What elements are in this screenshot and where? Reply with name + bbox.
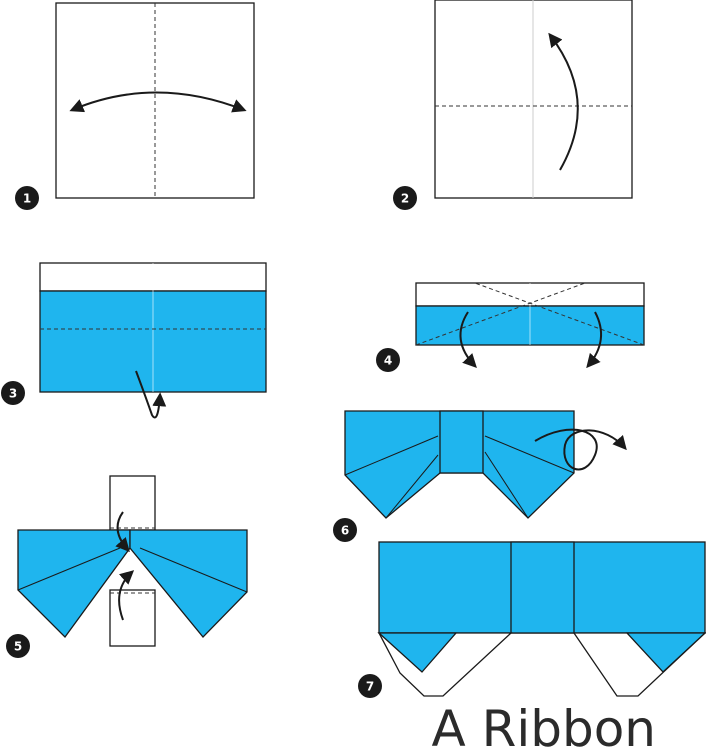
fold-down-arrow-icon bbox=[115, 511, 130, 553]
diagram-title: A Ribbon bbox=[432, 700, 657, 750]
fold-behind-arrow-icon bbox=[135, 370, 167, 419]
diagonal-crease-line bbox=[474, 282, 645, 346]
wing-fold-line bbox=[484, 451, 529, 519]
step-1-badge: 1 bbox=[15, 186, 39, 210]
left-wing bbox=[17, 529, 131, 638]
wing-fold-line bbox=[484, 435, 575, 474]
step-6-number: 6 bbox=[341, 524, 349, 538]
step-5-badge: 5 bbox=[6, 634, 30, 658]
wing-fold-line bbox=[385, 454, 439, 519]
wing-fold-line bbox=[344, 435, 439, 476]
step-2-illustration bbox=[434, 0, 633, 199]
bottom-white-strip bbox=[109, 589, 156, 647]
fold-right-arrow-icon bbox=[586, 311, 603, 369]
step-2-number: 2 bbox=[401, 192, 409, 206]
step-5-illustration bbox=[17, 475, 248, 647]
step-1-illustration bbox=[55, 2, 255, 199]
center-knot bbox=[439, 410, 484, 474]
fold-left-arrow-icon bbox=[459, 311, 477, 369]
step-3-number: 3 bbox=[9, 387, 17, 401]
fold-up-arrow-icon bbox=[548, 32, 579, 171]
right-tail-blue bbox=[625, 632, 706, 673]
step-3-illustration bbox=[39, 262, 267, 419]
step-6-badge: 6 bbox=[333, 518, 357, 542]
turn-over-arrow-icon bbox=[534, 428, 627, 471]
step-3-badge: 3 bbox=[1, 381, 25, 405]
right-wing bbox=[129, 529, 248, 638]
step-5-number: 5 bbox=[14, 640, 22, 654]
diagonal-crease-line bbox=[415, 282, 586, 346]
fold-up-arrow-icon bbox=[118, 570, 135, 621]
top-white-strip bbox=[109, 475, 156, 531]
step-2-badge: 2 bbox=[393, 186, 417, 210]
step-7-number: 7 bbox=[366, 680, 374, 694]
step-4-illustration bbox=[415, 282, 645, 369]
wing-fold-line bbox=[139, 547, 248, 593]
step-4-badge: 4 bbox=[376, 348, 400, 372]
center-knot bbox=[510, 541, 575, 634]
step-1-number: 1 bbox=[23, 192, 31, 206]
wing-fold-line bbox=[17, 547, 121, 591]
step-4-number: 4 bbox=[384, 354, 392, 368]
fold-arrow-icon bbox=[69, 91, 247, 113]
step-7-illustration bbox=[377, 541, 706, 697]
step-7-badge: 7 bbox=[358, 674, 382, 698]
left-tail-blue bbox=[377, 632, 458, 673]
step-6-illustration bbox=[344, 410, 627, 519]
